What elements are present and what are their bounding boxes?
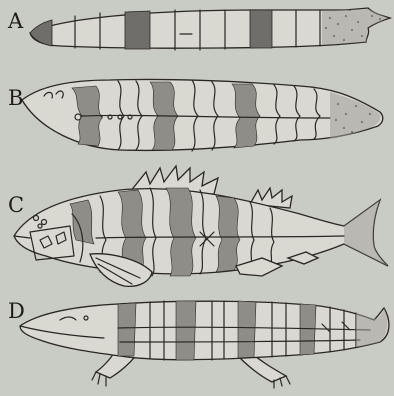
band-d-4: [300, 304, 316, 355]
band-c-4: [216, 196, 240, 272]
band-a-3: [250, 10, 272, 48]
band-d-3: [238, 301, 256, 358]
panel-b: B: [8, 79, 383, 151]
label-c: C: [8, 193, 24, 217]
body-d: [20, 301, 389, 360]
tail-a: [322, 9, 388, 45]
label-a: A: [7, 9, 24, 33]
band-d-1: [118, 303, 136, 356]
band-a-2: [125, 11, 150, 49]
tail-d: [356, 308, 387, 347]
panel-d: D: [8, 299, 389, 388]
label-b: B: [8, 86, 23, 110]
panel-a: A: [7, 8, 390, 50]
panel-c: C: [8, 166, 388, 286]
label-d: D: [8, 299, 25, 323]
band-d-2: [176, 301, 196, 360]
band-a-1: [30, 20, 52, 46]
